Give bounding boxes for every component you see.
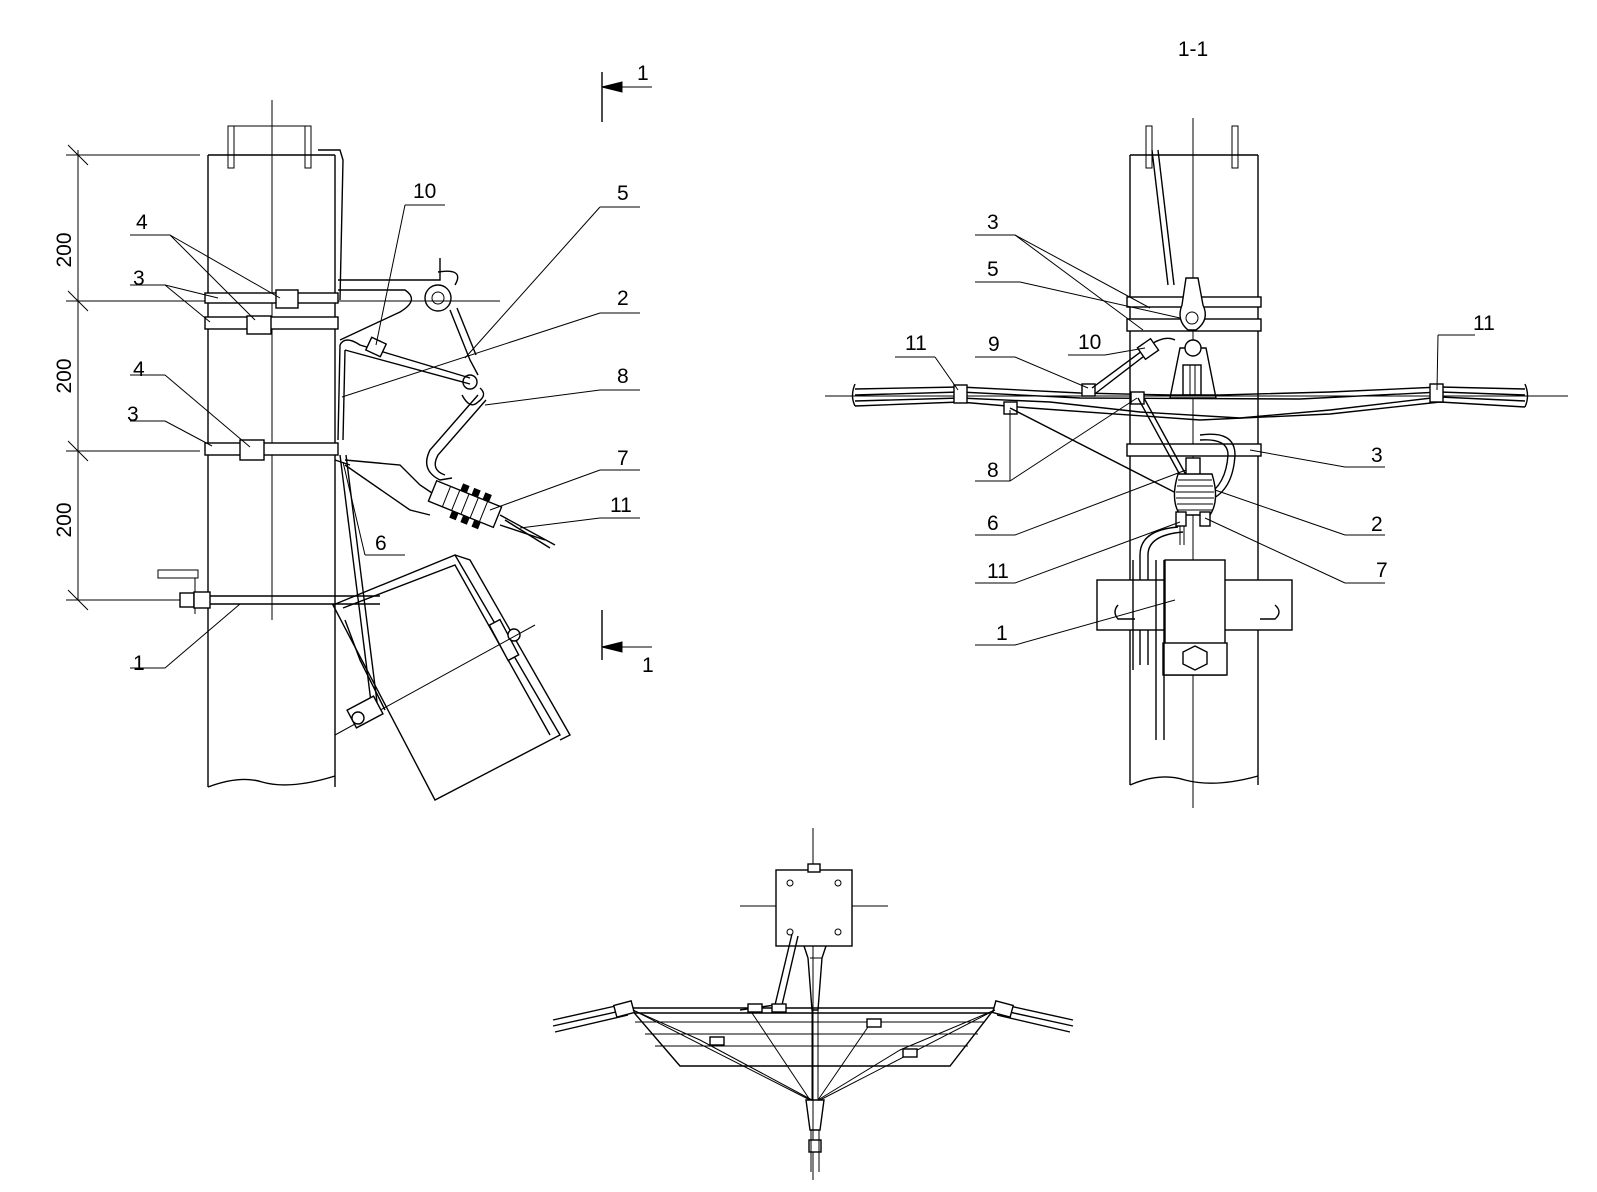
hook-assembly-section (1169, 277, 1217, 399)
callout-label: 11 (610, 494, 632, 517)
callout-label: 3 (127, 403, 139, 426)
anchor-clamp-assembly (334, 307, 556, 711)
callout-label: 5 (987, 258, 999, 281)
bracket-section (1096, 559, 1293, 740)
band-clamps (204, 289, 339, 461)
callout-label: 10 (1078, 331, 1101, 354)
callout-label: 11 (987, 560, 1009, 583)
plan-view (552, 828, 1074, 1180)
section-leaders (895, 234, 1475, 646)
dimension-lines: 200 200 200 (53, 144, 290, 611)
cable-bundle (825, 383, 1568, 421)
callout-label: 6 (375, 532, 387, 555)
section-mark-top: 1 (601, 62, 652, 122)
callout-label: 11 (905, 332, 927, 355)
callout-label: 9 (988, 333, 1000, 356)
dimension-label: 200 (53, 502, 76, 537)
dimension-label: 200 (53, 358, 76, 393)
callout-label: 5 (617, 182, 629, 205)
bracket-bolt (157, 569, 380, 614)
callout-label: 8 (987, 459, 999, 482)
callout-label: 10 (413, 180, 436, 203)
callout-label: 7 (1376, 559, 1388, 582)
section-mark-label: 1 (637, 62, 649, 85)
section-mark-label: 1 (642, 654, 654, 677)
insulator-section (1009, 337, 1236, 665)
hook-bracket (338, 258, 500, 341)
section-mark-bottom: 1 (601, 610, 654, 677)
callout-label: 11 (1473, 312, 1495, 335)
callout-label: 3 (987, 211, 999, 234)
callout-label: 4 (133, 358, 145, 381)
section-title: 1-1 (1178, 38, 1208, 61)
callout-label: 6 (987, 512, 999, 535)
callout-label: 1 (996, 622, 1008, 645)
dimension-label: 200 (53, 232, 76, 267)
callout-label: 4 (136, 211, 148, 234)
callout-label: 3 (1371, 444, 1383, 467)
callout-label: 2 (617, 287, 629, 310)
pole-side (207, 100, 344, 788)
callout-label: 1 (133, 652, 145, 675)
callout-label: 3 (133, 267, 145, 290)
equipment-box (332, 554, 571, 801)
section-view: 1-1 (825, 38, 1568, 808)
callout-label: 7 (617, 447, 629, 470)
side-leaders (130, 204, 640, 669)
callout-label: 8 (617, 365, 629, 388)
callout-label: 2 (1371, 513, 1383, 536)
side-view: 200 200 200 (53, 62, 654, 801)
